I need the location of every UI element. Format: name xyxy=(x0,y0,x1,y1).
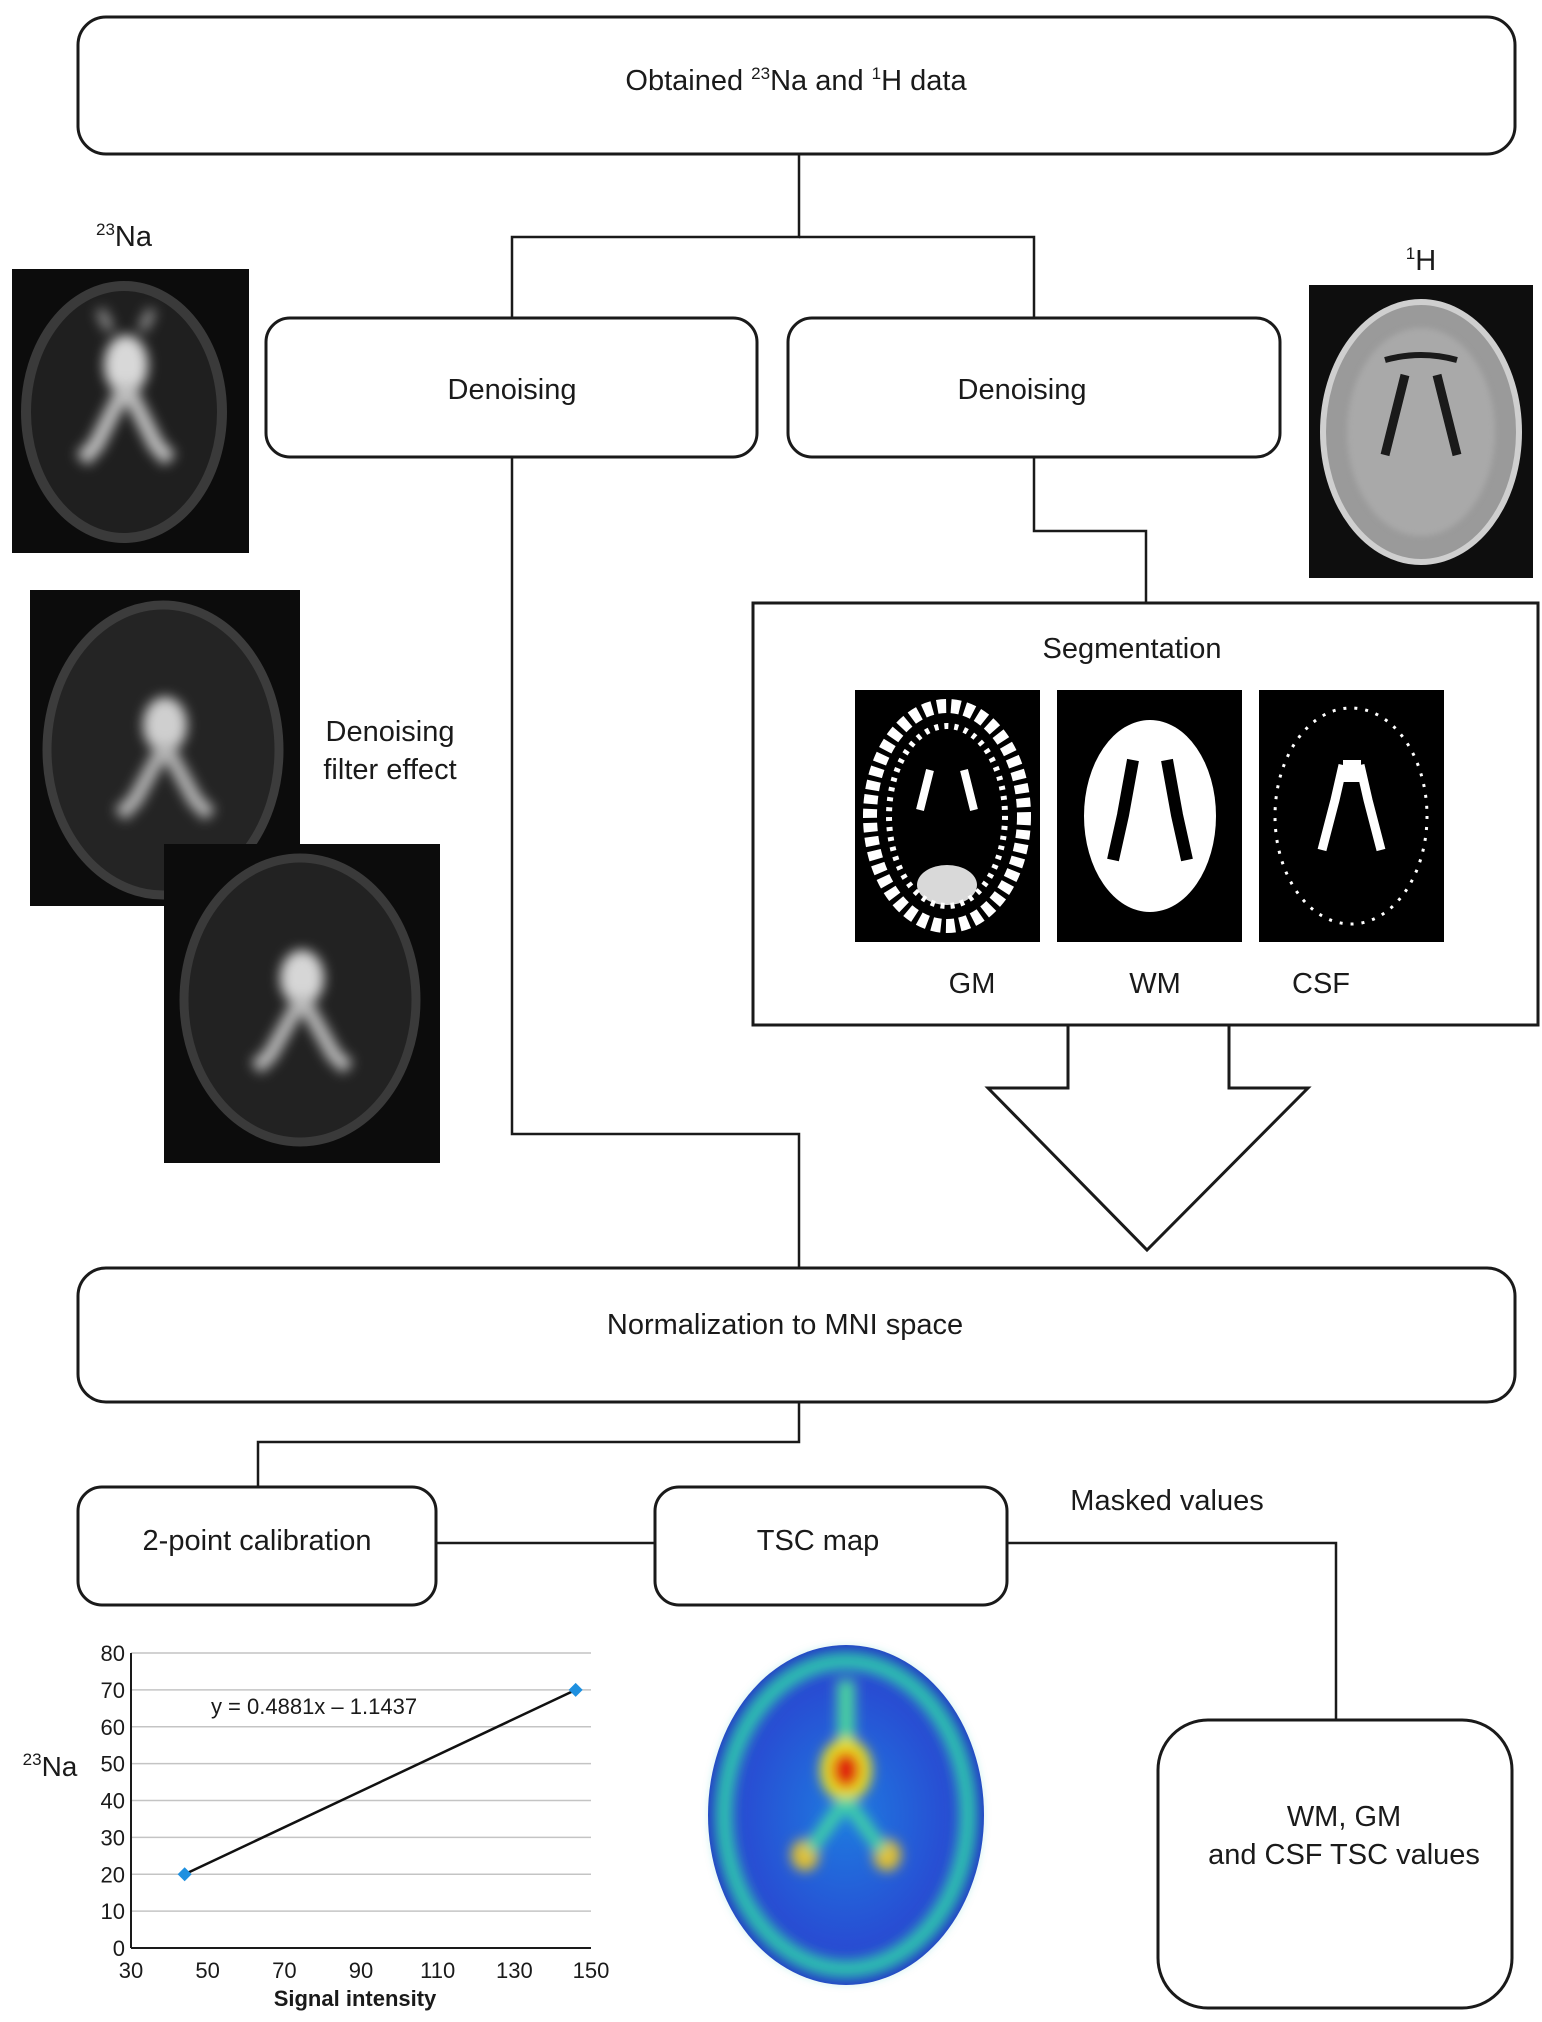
h-brain-image xyxy=(1309,285,1533,578)
chart-equation: y = 0.4881x – 1.1437 xyxy=(211,1694,417,1719)
chart-x-tick-labels: 30 50 70 90 110 130 150 xyxy=(119,1958,610,1983)
obtained-data-box xyxy=(76,15,1517,156)
chart-fit-line-group xyxy=(184,1688,577,1876)
chart-y-tick-label: 80 xyxy=(101,1641,125,1666)
na-image-label: 23Na xyxy=(96,220,153,253)
calibration-box xyxy=(76,1485,438,1607)
chart-point xyxy=(177,1867,192,1882)
connector-normalize-calibration xyxy=(256,1402,801,1487)
calibration-label: 2-point calibration xyxy=(143,1525,372,1557)
chart-x-tick-label: 30 xyxy=(119,1958,143,1983)
normalization-label: Normalization to MNI space xyxy=(607,1309,963,1341)
gm-segmentation-image xyxy=(855,690,1040,942)
denoise-effect-label-line2: filter effect xyxy=(323,754,456,786)
chart-grid xyxy=(131,1652,591,1912)
connectors xyxy=(256,154,1338,1720)
calibration-chart: 0 10 20 30 40 50 60 70 80 30 50 70 90 110 130 150 y = … xyxy=(23,1641,610,2011)
tsc-map-box xyxy=(653,1485,1009,1607)
chart-axes xyxy=(130,1653,591,1949)
chart-y-tick-labels: 0 10 20 30 40 50 60 70 80 xyxy=(101,1641,125,1961)
chart-y-tick-label: 70 xyxy=(101,1678,125,1703)
chart-x-tick-label: 130 xyxy=(496,1958,533,1983)
connector-top-right xyxy=(799,235,1036,318)
results-box xyxy=(1156,1718,1514,2010)
tsc-map-label: TSC map xyxy=(757,1525,879,1557)
chart-points xyxy=(177,1682,583,1882)
chart-fit-line xyxy=(184,1688,577,1876)
chart-y-axis-label: 23Na xyxy=(23,1750,78,1782)
h-image-label: 1H xyxy=(1406,244,1436,277)
obtained-data-label: Obtained 23Na and 1H data xyxy=(625,64,967,97)
masked-values-label: Masked values xyxy=(1070,1485,1263,1517)
connector-top-left xyxy=(510,154,801,318)
gm-label: GM xyxy=(949,968,996,1000)
denoising-left-label: Denoising xyxy=(448,374,577,406)
chart-x-tick-label: 110 xyxy=(420,1958,455,1983)
csf-segmentation-image xyxy=(1259,690,1444,942)
wm-label: WM xyxy=(1129,968,1181,1000)
denoise-effect-label-line1: Denoising xyxy=(326,716,455,748)
chart-x-tick-label: 90 xyxy=(349,1958,373,1983)
tsc-map-image xyxy=(700,1633,993,1990)
csf-label: CSF xyxy=(1292,968,1350,1000)
chart-y-tick-label: 50 xyxy=(101,1752,125,1777)
chart-y-tick-label: 10 xyxy=(101,1899,125,1924)
normalization-box xyxy=(76,1266,1517,1404)
wm-segmentation-image xyxy=(1057,690,1242,942)
denoising-right-box xyxy=(786,316,1282,459)
connector-denoise-left-normalize xyxy=(510,457,801,1268)
connector-tsc-results xyxy=(1007,1541,1338,1720)
connector-denoise-right-segmentation xyxy=(1032,457,1148,603)
results-label-line2: and CSF TSC values xyxy=(1208,1839,1480,1871)
chart-x-tick-label: 70 xyxy=(272,1958,296,1983)
chart-x-axis-label: Signal intensity xyxy=(274,1986,437,2011)
chart-y-tick-label: 30 xyxy=(101,1825,125,1850)
chart-point xyxy=(568,1682,583,1697)
results-label-line1: WM, GM xyxy=(1287,1801,1401,1833)
denoise-after-brain-image xyxy=(164,844,440,1163)
chart-y-tick-label: 60 xyxy=(101,1715,125,1740)
chart-y-tick-label: 0 xyxy=(113,1936,125,1961)
chart-y-tick-label: 20 xyxy=(101,1862,125,1887)
chart-x-tick-label: 50 xyxy=(195,1958,219,1983)
segmentation-label: Segmentation xyxy=(1043,633,1222,665)
chart-x-tick-label: 150 xyxy=(573,1958,610,1983)
denoising-right-label: Denoising xyxy=(958,374,1087,406)
na-raw-brain-image xyxy=(12,269,249,553)
denoising-left-box xyxy=(264,316,759,459)
chart-y-tick-label: 40 xyxy=(101,1789,125,1814)
big-down-arrow xyxy=(984,1023,1312,1253)
